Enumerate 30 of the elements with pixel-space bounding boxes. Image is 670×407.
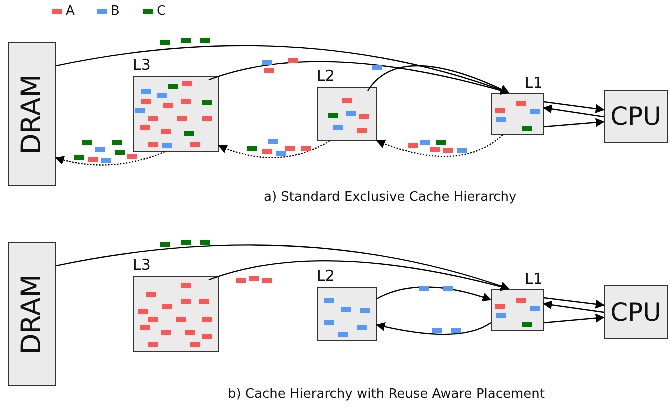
memory-label: DRAM xyxy=(16,274,48,354)
cache-label: L3 xyxy=(133,258,151,273)
caption: a) Standard Exclusive Cache Hierarchy xyxy=(264,190,517,205)
arrow xyxy=(376,286,492,302)
arrow xyxy=(544,314,605,324)
arrow xyxy=(543,104,604,118)
arrow xyxy=(56,244,510,291)
legend-label: A xyxy=(66,4,75,19)
arrow xyxy=(544,118,605,128)
legend-label: C xyxy=(157,4,166,19)
arrow xyxy=(544,101,605,114)
cache-label: L1 xyxy=(525,76,543,91)
cache-label: L1 xyxy=(525,272,543,287)
dotted-arrow xyxy=(55,151,166,166)
cache-label: L2 xyxy=(317,269,335,284)
arrow xyxy=(376,322,492,336)
dotted-arrow xyxy=(218,140,330,158)
cache-label: L2 xyxy=(317,69,335,84)
memory-label: DRAM xyxy=(16,74,48,154)
arrow xyxy=(368,65,510,94)
arrow xyxy=(208,260,510,292)
dotted-arrow xyxy=(376,134,504,158)
cache-label: L3 xyxy=(133,58,151,73)
caption: b) Cache Hierarchy with Reuse Aware Placement xyxy=(228,387,546,402)
arrow xyxy=(543,300,604,314)
processor-label: CPU xyxy=(610,298,662,326)
arrow xyxy=(208,61,510,96)
processor-label: CPU xyxy=(610,102,662,131)
legend-label: B xyxy=(111,4,120,19)
arrow xyxy=(544,297,605,309)
